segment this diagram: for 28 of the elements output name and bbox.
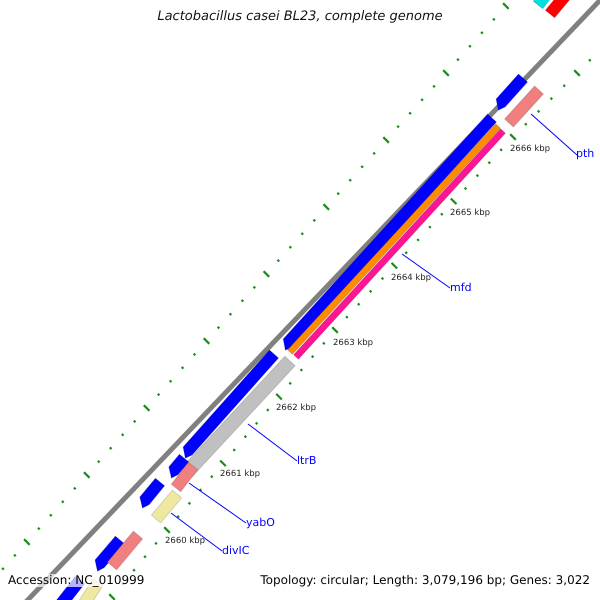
gene-block [139,478,166,509]
gene-bar [150,489,182,524]
gene-label: divIC [222,545,250,558]
gene-label: yabO [246,517,275,530]
gene-bar [106,530,144,571]
scale-label: 2664 kbp [391,274,432,284]
gene-label: pth [576,148,594,160]
leader-line [188,482,246,524]
scale-label: 2665 kbp [450,209,490,218]
gene-bar [170,462,198,492]
scale-label: 2666 kbp [510,145,550,154]
map-title: Lactobacillus casei BL23, complete genome [156,10,444,24]
scale-label: 2661 kbp [220,470,260,480]
footer-text: Accession: NC_010999 [8,574,144,588]
gene-bar [504,85,544,128]
gene-label: mfd [450,282,472,294]
footer-text: Topology: circular; Length: 3,079,196 bp; Genes: 3,022 [260,574,590,588]
leader-line [530,114,578,156]
scale-label: 2663 kbp [333,339,374,348]
gene-label: ltrB [297,455,316,468]
scale-label: 2662 kbp [276,404,316,414]
leader-line [402,254,450,288]
gene-bar [532,0,550,10]
gene-bar [544,0,570,18]
scale-label: 2660 kbp [165,537,206,546]
leader-line [170,512,222,552]
gene-block [496,73,528,111]
gene-block [168,454,190,479]
